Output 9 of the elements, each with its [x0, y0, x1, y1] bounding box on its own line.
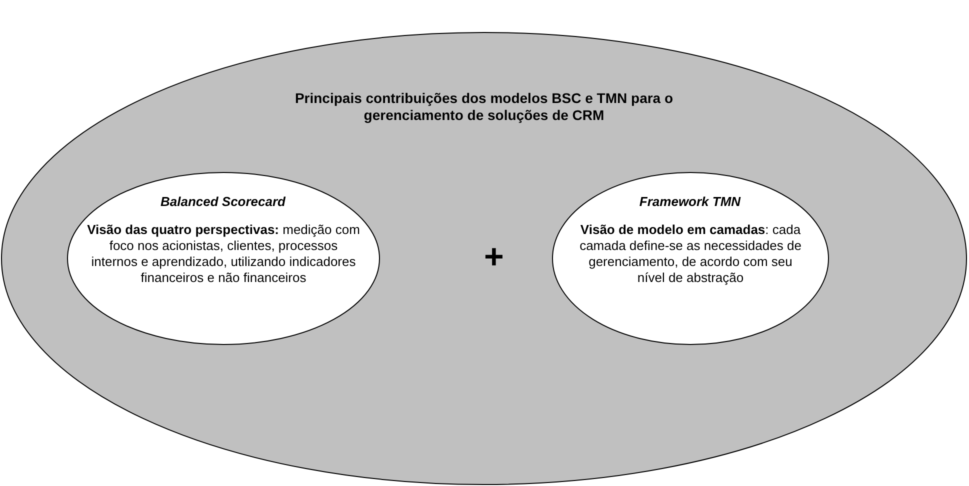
- plus-sign: +: [484, 240, 504, 274]
- heading-text: Balanced Scorecard: [159, 194, 287, 209]
- heading-text: Framework TMN: [638, 194, 742, 209]
- description-text: Visão das quatro perspectivas: medição com foco nos acionistas, clientes, processos internos e aprendizado, utilizando indicadores financeiros e não financeiros: [86, 222, 361, 286]
- title-text: Principais contribuições dos modelos BSC e TMN para o gerenciamento de soluções de CRM: [294, 90, 674, 124]
- ellipse-node: [1, 32, 967, 485]
- ellipse-node: [67, 172, 380, 345]
- description-text: Visão de modelo em camadas: cada camada define-se as necessidades de gerenciamento, de acordo com seu nível de abstração: [578, 222, 802, 286]
- ellipse-node: [552, 172, 829, 345]
